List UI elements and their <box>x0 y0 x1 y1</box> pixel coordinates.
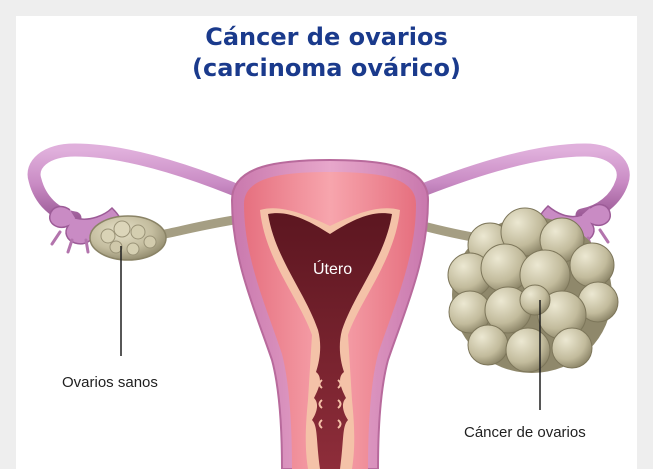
healthy-ovary <box>90 216 166 260</box>
ovarian-cancer-label: Cáncer de ovarios <box>464 424 586 441</box>
diagram-title: Cáncer de ovarios (carcinoma ovárico) <box>0 22 653 84</box>
uterus-label: Útero <box>313 261 352 279</box>
title-line-1: Cáncer de ovarios <box>0 22 653 53</box>
title-line-2: (carcinoma ovárico) <box>0 53 653 84</box>
uterus <box>232 160 428 469</box>
healthy-ovary-label: Ovarios sanos <box>62 374 158 391</box>
